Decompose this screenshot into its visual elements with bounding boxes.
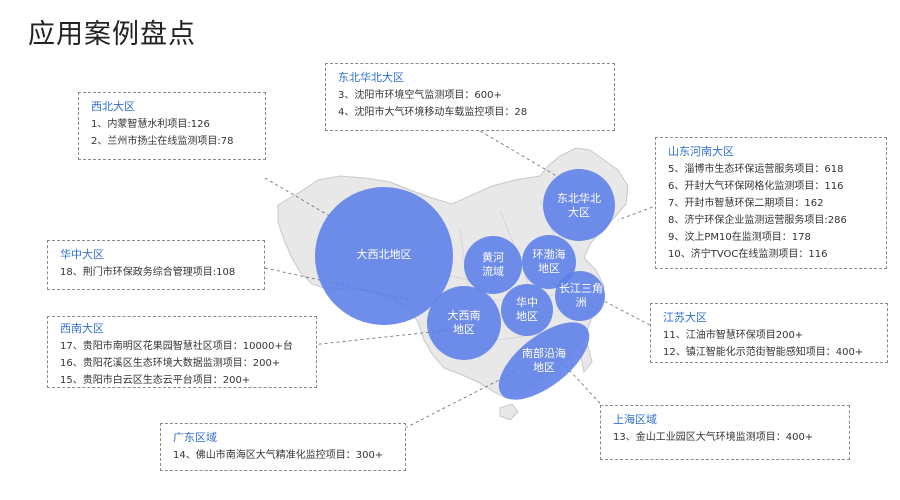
bubble-northeast bbox=[543, 169, 615, 241]
box-central: 华中大区 18、荆门市环保政务综合管理项目:108 bbox=[47, 240, 265, 290]
bubble-yangtze bbox=[555, 271, 605, 321]
box-southwest-title: 西南大区 bbox=[60, 322, 104, 335]
box-shandong-henan-item: 10、济宁TVOC在线监测项目：116 bbox=[668, 249, 828, 260]
box-northwest: 西北大区 1、内蒙智慧水利项目:126 2、兰州市扬尘在线监测项目:78 bbox=[78, 92, 266, 160]
box-jiangsu-item: 11、江油市智慧环保项目200+ bbox=[663, 330, 804, 341]
box-northwest-item: 2、兰州市扬尘在线监测项目:78 bbox=[91, 136, 234, 147]
box-guangdong: 广东区域 14、佛山市南海区大气精准化监控项目：300+ bbox=[160, 423, 406, 471]
box-northwest-item: 1、内蒙智慧水利项目:126 bbox=[91, 119, 210, 130]
box-southwest: 西南大区 17、贵阳市南明区花果园智慧社区项目：10000+台 16、贵阳花溪区… bbox=[47, 316, 317, 388]
box-northeast-item: 4、沈阳市大气环境移动车载监控项目：28 bbox=[338, 107, 528, 118]
region-bubbles bbox=[315, 169, 615, 400]
box-central-item: 18、荆门市环保政务综合管理项目:108 bbox=[60, 267, 236, 278]
box-jiangsu-item: 12、镇江智能化示范街智能感知项目：400+ bbox=[663, 347, 864, 358]
box-guangdong-title: 广东区域 bbox=[173, 431, 217, 444]
bubble-southwest bbox=[427, 286, 501, 360]
box-jiangsu-title: 江苏大区 bbox=[663, 311, 707, 324]
box-shandong-henan-item: 6、开封大气环保网格化监测项目：116 bbox=[668, 181, 844, 192]
page-title: 应用案例盘点 bbox=[28, 19, 196, 50]
box-northwest-title: 西北大区 bbox=[91, 100, 135, 113]
box-shandong-henan-title: 山东河南大区 bbox=[668, 145, 734, 158]
bubble-central-china bbox=[501, 284, 553, 336]
box-southwest-item: 17、贵阳市南明区花果园智慧社区项目：10000+台 bbox=[60, 341, 293, 352]
box-northeast: 东北华北大区 3、沈阳市环境空气监测项目：600+ 4、沈阳市大气环境移动车载监… bbox=[325, 63, 615, 131]
box-shandong-henan-item: 5、淄博市生态环保运营服务项目：618 bbox=[668, 164, 844, 175]
box-jiangsu: 江苏大区 11、江油市智慧环保项目200+ 12、镇江智能化示范街智能感知项目：… bbox=[650, 303, 888, 363]
box-shandong-henan: 山东河南大区 5、淄博市生态环保运营服务项目：618 6、开封大气环保网格化监测… bbox=[655, 137, 887, 269]
box-shandong-henan-item: 8、济宁环保企业监测运营服务项目:286 bbox=[668, 215, 847, 226]
box-guangdong-item: 14、佛山市南海区大气精准化监控项目：300+ bbox=[173, 450, 384, 461]
box-shanghai-item: 13、金山工业园区大气环境监测项目：400+ bbox=[613, 432, 814, 443]
bubble-yellow-river bbox=[464, 236, 522, 294]
box-central-title: 华中大区 bbox=[60, 248, 104, 261]
bubble-south-coast bbox=[498, 322, 590, 400]
box-shandong-henan-item: 7、开封市智慧环保二期项目：162 bbox=[668, 198, 824, 209]
box-northeast-item: 3、沈阳市环境空气监测项目：600+ bbox=[338, 90, 502, 101]
box-southwest-item: 16、贵阳花溪区生态环境大数据监测项目：200+ bbox=[60, 358, 281, 369]
box-shanghai: 上海区域 13、金山工业园区大气环境监测项目：400+ bbox=[600, 405, 850, 460]
box-shanghai-title: 上海区域 bbox=[613, 413, 657, 426]
bubble-northwest bbox=[315, 187, 453, 325]
box-shandong-henan-item: 9、汶上PM10在监测项目：178 bbox=[668, 232, 811, 243]
box-northeast-title: 东北华北大区 bbox=[338, 71, 404, 84]
box-southwest-item: 15、贵阳市白云区生态云平台项目：200+ bbox=[60, 375, 251, 386]
hainan-island bbox=[499, 403, 519, 421]
bubble-bohai bbox=[522, 235, 576, 289]
